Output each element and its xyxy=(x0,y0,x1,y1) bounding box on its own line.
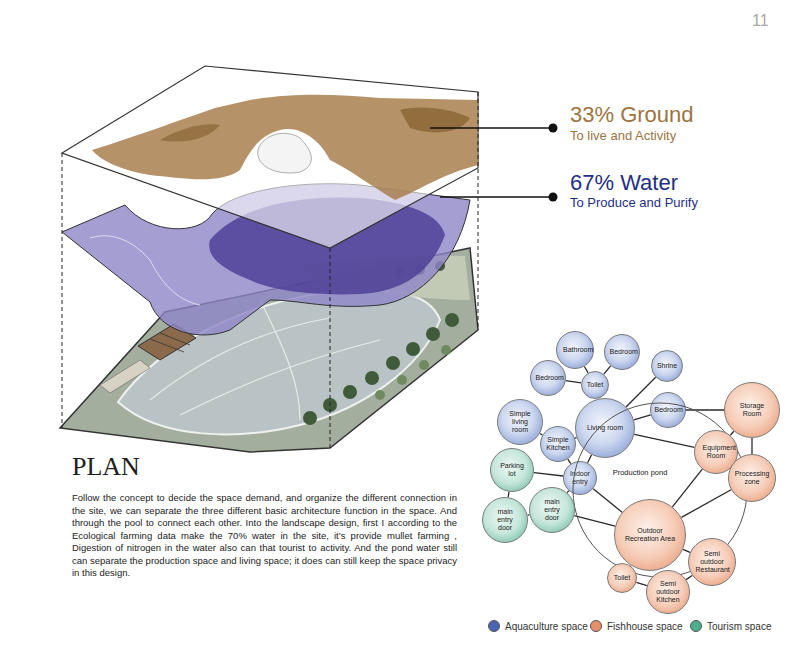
legend-text: Aquaculture space xyxy=(505,620,588,633)
link-line xyxy=(686,410,724,411)
bubble-text-group: Equipment Room xyxy=(703,444,730,460)
bubble-text-group: Outdoor Recreation Area xyxy=(623,527,677,543)
link-line xyxy=(636,582,647,585)
space-name: Toilet xyxy=(614,574,630,582)
space-name: Simple living room xyxy=(505,410,535,434)
space-name: Bedroom xyxy=(655,406,682,414)
space-bubble: Bedroom xyxy=(650,392,686,428)
link-line xyxy=(604,366,611,374)
space-name: main entry door xyxy=(537,498,567,522)
bubble-text-group: Semi outdoor Restaurant xyxy=(696,550,729,574)
space-name: Toilet xyxy=(587,381,603,389)
page-number: 11 xyxy=(752,12,769,30)
space-bubble: Outdoor Recreation Area xyxy=(614,499,686,571)
link-line xyxy=(672,469,702,507)
link-line xyxy=(752,438,753,454)
space-name: Indoor entry xyxy=(569,470,591,486)
legend-swatch xyxy=(488,620,500,632)
space-name: Equipment Room xyxy=(703,444,730,460)
space-name: Storage Room xyxy=(731,402,773,418)
space-name: Semi outdoor Kitchen xyxy=(654,580,682,604)
water-share: 67% Water xyxy=(570,170,678,196)
space-name: Bedroom xyxy=(536,374,561,382)
space-bubble: Shrine xyxy=(651,350,683,382)
space-bubble: Simple Kitchen xyxy=(540,426,576,462)
link-line xyxy=(686,576,692,580)
legend-text: Fishhouse space xyxy=(607,620,683,633)
space-name: Parking lot xyxy=(496,462,529,478)
space-bubble: Indoor entry xyxy=(563,461,597,495)
link-line xyxy=(634,415,651,420)
bubble-text-group: main entry door xyxy=(490,508,520,532)
bubble-text-group: Bedroom xyxy=(536,374,561,382)
space-name: Bathroom xyxy=(563,346,587,354)
plan-heading: PLAN xyxy=(72,452,140,482)
space-bubble: main entry door xyxy=(482,497,528,543)
bubble-text-group: Simple Kitchen xyxy=(546,436,571,452)
bubble-text-group: Toilet xyxy=(587,381,603,389)
space-name: main entry door xyxy=(490,508,520,532)
link-line xyxy=(534,473,563,476)
link-line xyxy=(730,431,733,435)
bubble-text-group: Processing zone xyxy=(734,470,770,486)
link-line xyxy=(566,381,581,383)
space-bubble: Bedroom xyxy=(530,360,566,396)
space-bubble: main entry door xyxy=(529,487,575,533)
space-bubble: Toilet xyxy=(607,563,637,593)
space-name: Outdoor Recreation Area xyxy=(623,527,677,543)
space-name: Simple Kitchen xyxy=(546,436,571,452)
ground-use: To live and Activity xyxy=(570,128,676,143)
bubble-text-group: Simple living room xyxy=(505,410,535,434)
bubble-text-group: Bedroom xyxy=(655,406,682,414)
bubble-text-group: Semi outdoor Kitchen xyxy=(654,580,682,604)
ground-share: 33% Ground xyxy=(570,102,694,128)
space-name: Processing zone xyxy=(734,470,770,486)
space-bubble: Storage Room xyxy=(724,382,780,438)
bubble-text-group: Indoor entry xyxy=(569,470,591,486)
space-bubble: Bedroom xyxy=(604,334,640,370)
bubble-text-group: Bedroom xyxy=(610,348,635,356)
link-line xyxy=(588,455,592,463)
space-name: Semi outdoor Restaurant xyxy=(696,550,729,574)
body-text: Follow the concept to decide the space d… xyxy=(72,492,457,580)
space-bubble: Processing zone xyxy=(728,454,776,502)
bubble-text-group: Storage Room xyxy=(731,402,773,418)
bubble-text-group: Shrine xyxy=(657,362,677,370)
bubble-text-group: Toilet xyxy=(614,574,630,582)
space-bubble: Semi outdoor Kitchen xyxy=(646,570,690,614)
space-bubble: Bathroom xyxy=(556,331,594,369)
legend-swatch xyxy=(690,620,702,632)
space-name: Bedroom xyxy=(610,348,635,356)
space-bubble: Semi outdoor Restaurant xyxy=(688,538,736,586)
space-bubble: Living room xyxy=(575,398,635,458)
space-bubble: Simple living room xyxy=(497,399,543,445)
water-use: To Produce and Purify xyxy=(570,195,698,210)
space-bubble: Parking lot xyxy=(490,448,534,492)
bubble-text-group: Parking lot xyxy=(496,462,529,478)
space-bubble: Toilet xyxy=(581,371,609,399)
space-name: Living room xyxy=(587,424,623,432)
bubble-text-group: Bathroom xyxy=(563,346,587,354)
link-line xyxy=(634,434,694,447)
bubble-text-group: Living room xyxy=(587,424,623,432)
link-line xyxy=(681,490,731,518)
link-line xyxy=(593,489,622,513)
bubble-text-group: main entry door xyxy=(537,498,567,522)
space-name: Shrine xyxy=(657,362,677,370)
legend-text: Tourism space xyxy=(707,620,771,633)
pond-label: Production pond xyxy=(611,469,670,478)
legend-swatch xyxy=(590,620,602,632)
